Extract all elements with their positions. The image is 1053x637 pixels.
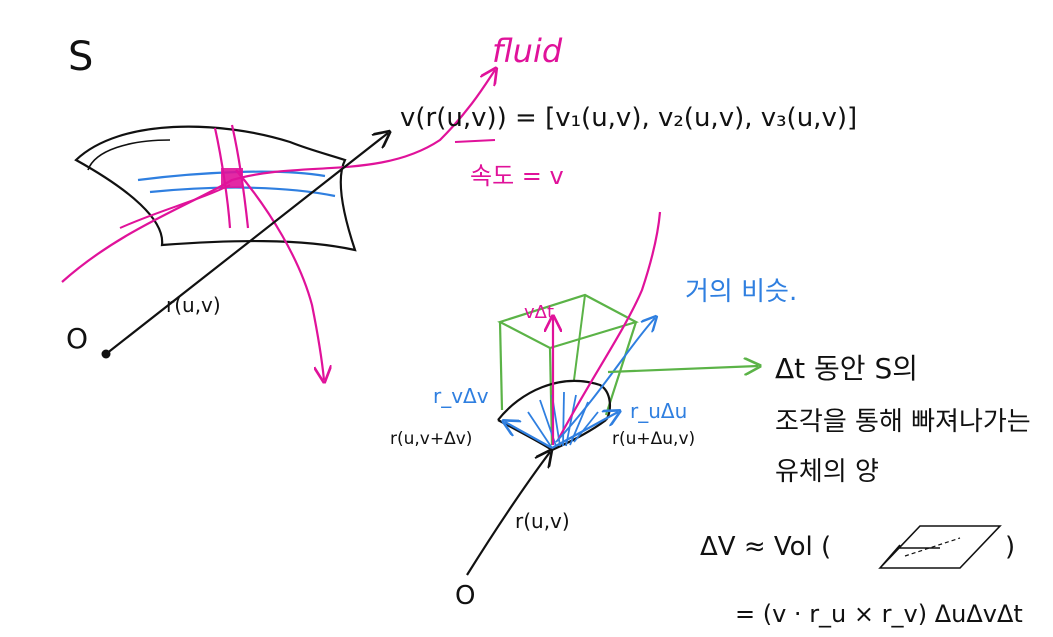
green-edge-back	[573, 294, 586, 381]
formula-underline	[454, 139, 496, 143]
speed-label: 속도 = v	[470, 162, 564, 190]
origin-label-left: O	[66, 322, 88, 355]
position-label-left: r(u,v)	[166, 293, 221, 317]
notes-group: Δt 동안 S의 조각을 통해 빠져나가는 유체의 양 ΔV ≈ Vol ( )…	[700, 352, 1031, 628]
position-label-right: r(u,v)	[515, 509, 570, 533]
parallelepiped-group: vΔt 거의 비슷. r_vΔv r_uΔu r(u,v+Δv) r(u+Δu,…	[390, 211, 797, 611]
rv-dv-vector	[505, 422, 553, 449]
flow-line-3	[119, 184, 231, 229]
small-parallelepiped-icon	[878, 525, 1002, 569]
delta-v-approx: ΔV ≈ Vol (	[700, 532, 831, 562]
flow-line-1	[61, 70, 495, 283]
flux-formula: = (v · r_u × r_v) ΔuΔvΔt	[735, 600, 1023, 628]
corner-left-label: r(u,v+Δv)	[390, 429, 472, 449]
similar-note: 거의 비슷.	[685, 277, 797, 307]
ru-du-vector	[551, 412, 618, 449]
origin-dot-left	[101, 349, 111, 359]
note-line-2: 조각을 통해 빠져나가는	[775, 407, 1031, 437]
surface-patch	[74, 125, 357, 252]
flow-line-4	[557, 211, 662, 441]
small-parallelepiped-dash	[904, 537, 961, 557]
flow-line-2	[235, 169, 324, 380]
fluid-label: fluid	[492, 32, 563, 70]
note-line-3: 유체의 양	[775, 457, 879, 487]
surface-top-edge	[87, 139, 171, 171]
left-surface-group: S O r(u,v)	[61, 34, 495, 380]
green-edge-mid	[548, 347, 554, 446]
position-vector-left	[105, 133, 388, 355]
velocity-field-formula: v(r(u,v)) = [v₁(u,v), v₂(u,v), v₃(u,v)]	[400, 103, 857, 133]
position-vector-right	[466, 452, 550, 576]
v-dt-label: vΔt	[524, 302, 554, 323]
green-pointer-arrow	[607, 366, 758, 372]
green-edge-right	[604, 321, 638, 416]
corner-right-label: r(u+Δu,v)	[612, 429, 695, 449]
rv-dv-label: r_vΔv	[433, 384, 489, 408]
note-line-1: Δt 동안 S의	[775, 352, 918, 385]
green-edge-left	[498, 321, 504, 411]
velocity-group: fluid v(r(u,v)) = [v₁(u,v), v₂(u,v), v₃(…	[400, 32, 857, 190]
delta-v-close: )	[1005, 532, 1015, 562]
surface-u-line-2	[149, 186, 336, 198]
surface-label: S	[68, 34, 93, 80]
origin-label-right: O	[455, 581, 475, 611]
ru-du-label: r_uΔu	[630, 399, 687, 423]
